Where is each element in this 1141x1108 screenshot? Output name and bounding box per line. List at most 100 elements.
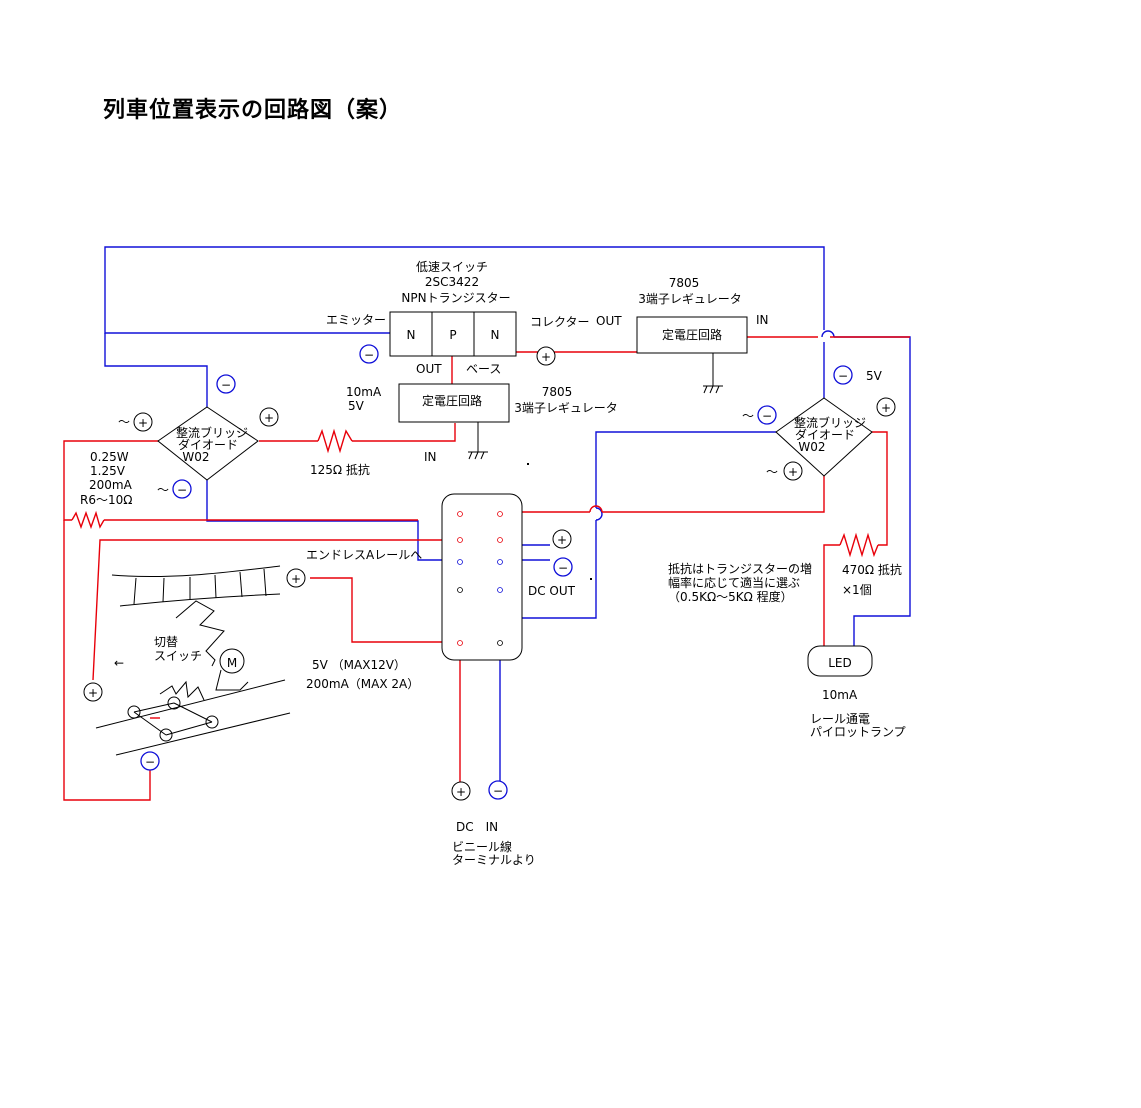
led-label: LED: [828, 656, 852, 670]
resistor-left-voltage: 1.25V: [90, 464, 126, 478]
track-switch-drawing: M 切替 スイッチ ← 5V （MAX12V） 200mA（MAX 2A）: [95, 565, 419, 756]
switch-label-1: 切替: [154, 635, 178, 649]
regulator-mid-voltage: 5V: [348, 399, 365, 413]
plus-symbol: +: [133, 412, 153, 432]
led-indicator: LED 10mA レール通電 パイロットランプ: [807, 645, 906, 739]
bridge-right-voltage: 5V: [866, 369, 883, 383]
bridge-left-line1: 整流ブリッジ: [176, 425, 248, 440]
connector-board: DC OUT エンドレスAレールへ: [306, 493, 592, 661]
transistor-pin-p: P: [449, 328, 456, 342]
plus-symbol: +: [876, 397, 896, 417]
motor-label: M: [227, 656, 237, 670]
resistor-left-current: 200mA: [89, 478, 133, 492]
resistor-470-value: 470Ω 抵抗: [842, 562, 902, 577]
direction-arrow: ←: [114, 656, 124, 670]
minus-symbol: −: [140, 751, 160, 771]
regulator-top-out: OUT: [596, 314, 622, 328]
transistor-part: 2SC3422: [425, 275, 479, 289]
bridge-right-line1: 整流ブリッジ: [794, 415, 866, 430]
regulator-top-in: IN: [756, 313, 769, 327]
plus-symbol: +: [83, 682, 103, 702]
regulator-top-box-label: 定電圧回路: [662, 327, 722, 342]
svg-text:+: +: [291, 572, 301, 586]
led-note-1: レール通電: [810, 712, 870, 726]
bridge-right-line2: ダイオード: [795, 427, 855, 442]
dc-in: DC IN ビニール線 ターミナルより: [452, 820, 536, 867]
svg-text:+: +: [788, 465, 798, 479]
transistor-out-label: OUT: [416, 362, 442, 376]
regulator-top-desc: 3端子レギュレータ: [638, 292, 741, 306]
supply-note-1: 5V （MAX12V）: [312, 658, 406, 672]
svg-text:+: +: [264, 411, 274, 425]
regulator-mid-desc: 3端子レギュレータ: [514, 401, 617, 415]
resistor-note-line2: 幅率に応じて適当に選ぶ: [668, 575, 800, 590]
bridge-left-line3: W02: [182, 450, 209, 464]
resistor-note: 抵抗はトランジスターの増 幅率に応じて適当に選ぶ （0.5KΩ～5KΩ 程度）: [668, 561, 812, 604]
regulator-top-part: 7805: [669, 276, 700, 290]
svg-text:+: +: [88, 686, 98, 700]
minus-symbol: −: [488, 780, 508, 800]
svg-text:−: −: [838, 369, 848, 383]
bridge-right-ac-bottom: ～: [766, 465, 778, 479]
transistor-pin-n1: N: [407, 328, 416, 342]
regulator-mid-in: IN: [424, 450, 437, 464]
dc-out-label: DC OUT: [528, 584, 576, 598]
resistor-125-label: 125Ω 抵抗: [310, 462, 370, 477]
bridge-right-line3: W02: [798, 440, 825, 454]
resistor-left-power: 0.25W: [90, 450, 129, 464]
transistor-pin-n2: N: [491, 328, 500, 342]
led-current: 10mA: [822, 688, 858, 702]
resistor-left: 0.25W 1.25V 200mA R6～10Ω: [71, 450, 133, 530]
minus-symbol: −: [757, 405, 777, 425]
page-title: 列車位置表示の回路図（案）: [103, 98, 403, 123]
minus-symbol: −: [216, 374, 236, 394]
svg-text:−: −: [364, 348, 374, 362]
dc-in-note-2: ターミナルより: [452, 853, 536, 867]
minus-symbol: −: [359, 344, 379, 364]
resistor-note-line1: 抵抗はトランジスターの増: [668, 561, 812, 576]
regulator-mid-current: 10mA: [346, 385, 382, 399]
minus-symbol: −: [833, 365, 853, 385]
svg-text:−: −: [493, 784, 503, 798]
bridge-left-line2: ダイオード: [178, 437, 238, 452]
endless-label: エンドレスAレールへ: [306, 548, 422, 562]
svg-text:+: +: [557, 533, 567, 547]
regulator-mid-box-label: 定電圧回路: [422, 393, 482, 408]
minus-symbols: − − − − − − − −: [140, 344, 853, 800]
svg-text:−: −: [177, 483, 187, 497]
plus-symbols: + + + + + + + + +: [83, 346, 896, 801]
bridge-rectifier-right: 整流ブリッジ ダイオード W02 ～ ～ 5V: [742, 369, 883, 479]
plus-symbol: +: [286, 568, 306, 588]
resistor-470: 470Ω 抵抗 ×1個: [839, 532, 902, 597]
switch-label-2: スイッチ: [154, 649, 202, 663]
svg-text:+: +: [456, 785, 466, 799]
led-note-2: パイロットランプ: [810, 725, 906, 739]
svg-text:+: +: [881, 401, 891, 415]
plus-symbol: +: [259, 407, 279, 427]
dc-in-note-1: ビニール線: [452, 839, 512, 854]
supply-note-2: 200mA（MAX 2A）: [306, 677, 419, 691]
svg-text:−: −: [762, 409, 772, 423]
resistor-470-count: ×1個: [842, 583, 872, 597]
bridge-rectifier-left: 整流ブリッジ ダイオード W02 ～ ～: [118, 406, 259, 497]
dc-in-label: DC IN: [456, 820, 498, 834]
svg-text:−: −: [145, 755, 155, 769]
regulator-mid: 定電圧回路 7805 3端子レギュレータ 10mA 5V IN: [346, 383, 618, 465]
minus-symbol: −: [172, 479, 192, 499]
svg-text:+: +: [138, 416, 148, 430]
resistor-note-line3: （0.5KΩ～5KΩ 程度）: [668, 589, 793, 604]
plus-symbol: +: [536, 346, 556, 366]
transistor-type: NPNトランジスター: [401, 291, 510, 305]
plus-symbol: +: [783, 461, 803, 481]
plus-symbol: +: [451, 781, 471, 801]
bridge-left-ac-bottom: ～: [157, 483, 169, 497]
bridge-right-ac-top: ～: [742, 409, 754, 423]
svg-text:−: −: [221, 378, 231, 392]
resistor-left-value: R6～10Ω: [80, 493, 132, 507]
resistor-125: 125Ω 抵抗: [310, 428, 370, 477]
transistor: N P N 低速スイッチ 2SC3422 NPNトランジスター エミッター コレ…: [326, 260, 590, 376]
svg-text:−: −: [558, 561, 568, 575]
minus-symbol: −: [553, 557, 573, 577]
emitter-label: エミッター: [326, 313, 386, 327]
